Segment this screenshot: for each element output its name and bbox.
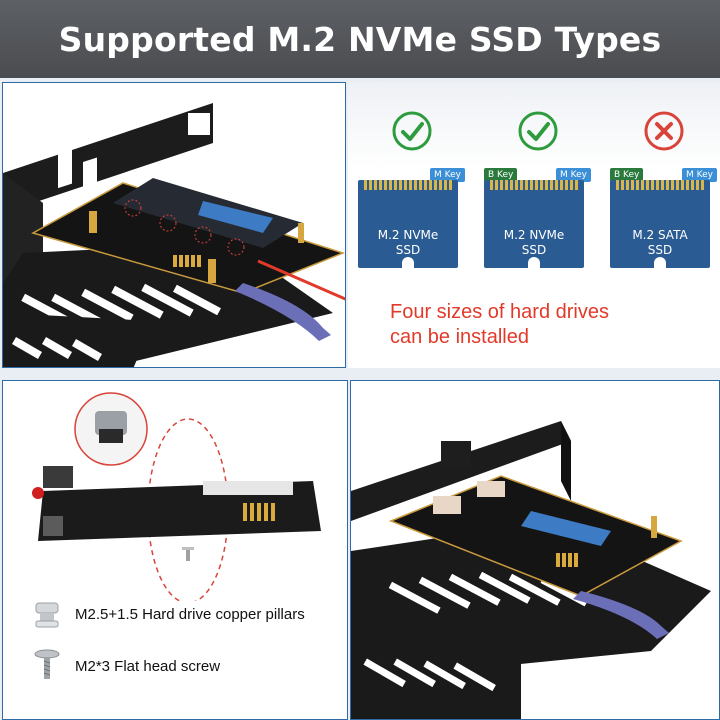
ssd-pins xyxy=(364,180,454,190)
ssd-chip: M Key M.2 NVMe SSD xyxy=(358,168,468,269)
pillar-legend-text: M2.5+1.5 Hard drive copper pillars xyxy=(75,605,305,623)
adapter-board-panel: M2.5+1.5 Hard drive copper pillars M2*3 … xyxy=(2,380,348,720)
ssd-notch xyxy=(402,257,414,269)
check-icon xyxy=(517,110,559,152)
installed-bracket-illustration xyxy=(351,421,711,719)
bracket-with-ssd-illustration xyxy=(3,103,345,367)
ssd-pins xyxy=(490,180,580,190)
adapter-board-illustration xyxy=(32,392,321,604)
banner-title: Supported M.2 NVMe SSD Types xyxy=(58,19,662,59)
installed-bracket-photo xyxy=(350,380,720,720)
ssd-label: M.2 SATA SSD xyxy=(610,228,710,258)
ssd-board: M.2 NVMe SSD xyxy=(484,180,584,269)
cross-icon xyxy=(643,110,685,152)
ssd-label: M.2 NVMe SSD xyxy=(358,228,458,258)
ssd-label-line1: M.2 NVMe xyxy=(377,228,439,242)
ssd-compatibility-panel: M Key M.2 NVMe SSD B Key M Key M.2 NVMe xyxy=(348,82,720,368)
ssd-board: M.2 SATA SSD xyxy=(610,180,710,269)
ssd-label-line2: SSD xyxy=(395,243,421,257)
ssd-label-line1: M.2 NVMe xyxy=(503,228,565,242)
annotation-line1: Four sizes of hard drives xyxy=(390,301,609,323)
annotation-line2: can be installed xyxy=(390,326,529,348)
b-key-tag: B Key xyxy=(484,168,518,182)
top-product-photo xyxy=(2,82,346,368)
ssd-pins xyxy=(616,180,706,190)
screw-legend-text: M2*3 Flat head screw xyxy=(75,657,221,675)
ssd-label-line1: M.2 SATA xyxy=(632,228,688,242)
ssd-board: M.2 NVMe SSD xyxy=(358,180,458,269)
ssd-label-line2: SSD xyxy=(521,243,547,257)
pillar-legend: M2.5+1.5 Hard drive copper pillars xyxy=(33,599,305,629)
screw-icon xyxy=(33,649,61,683)
copper-pillar-icon xyxy=(33,599,61,629)
ssd-notch xyxy=(654,257,666,269)
m-key-tag: M Key xyxy=(430,168,465,182)
title-banner: Supported M.2 NVMe SSD Types xyxy=(0,0,720,78)
m-key-tag: M Key xyxy=(556,168,591,182)
screw-legend: M2*3 Flat head screw xyxy=(33,649,220,683)
ssd-chip: B Key M Key M.2 NVMe SSD xyxy=(484,168,594,269)
ssd-chip: B Key M Key M.2 SATA SSD xyxy=(610,168,720,269)
ssd-notch xyxy=(528,257,540,269)
check-icon xyxy=(391,110,433,152)
b-key-tag: B Key xyxy=(610,168,644,182)
m-key-tag: M Key xyxy=(682,168,717,182)
ssd-label: M.2 NVMe SSD xyxy=(484,228,584,258)
install-annotation: Four sizes of hard drives can be install… xyxy=(390,300,609,350)
ssd-label-line2: SSD xyxy=(647,243,673,257)
